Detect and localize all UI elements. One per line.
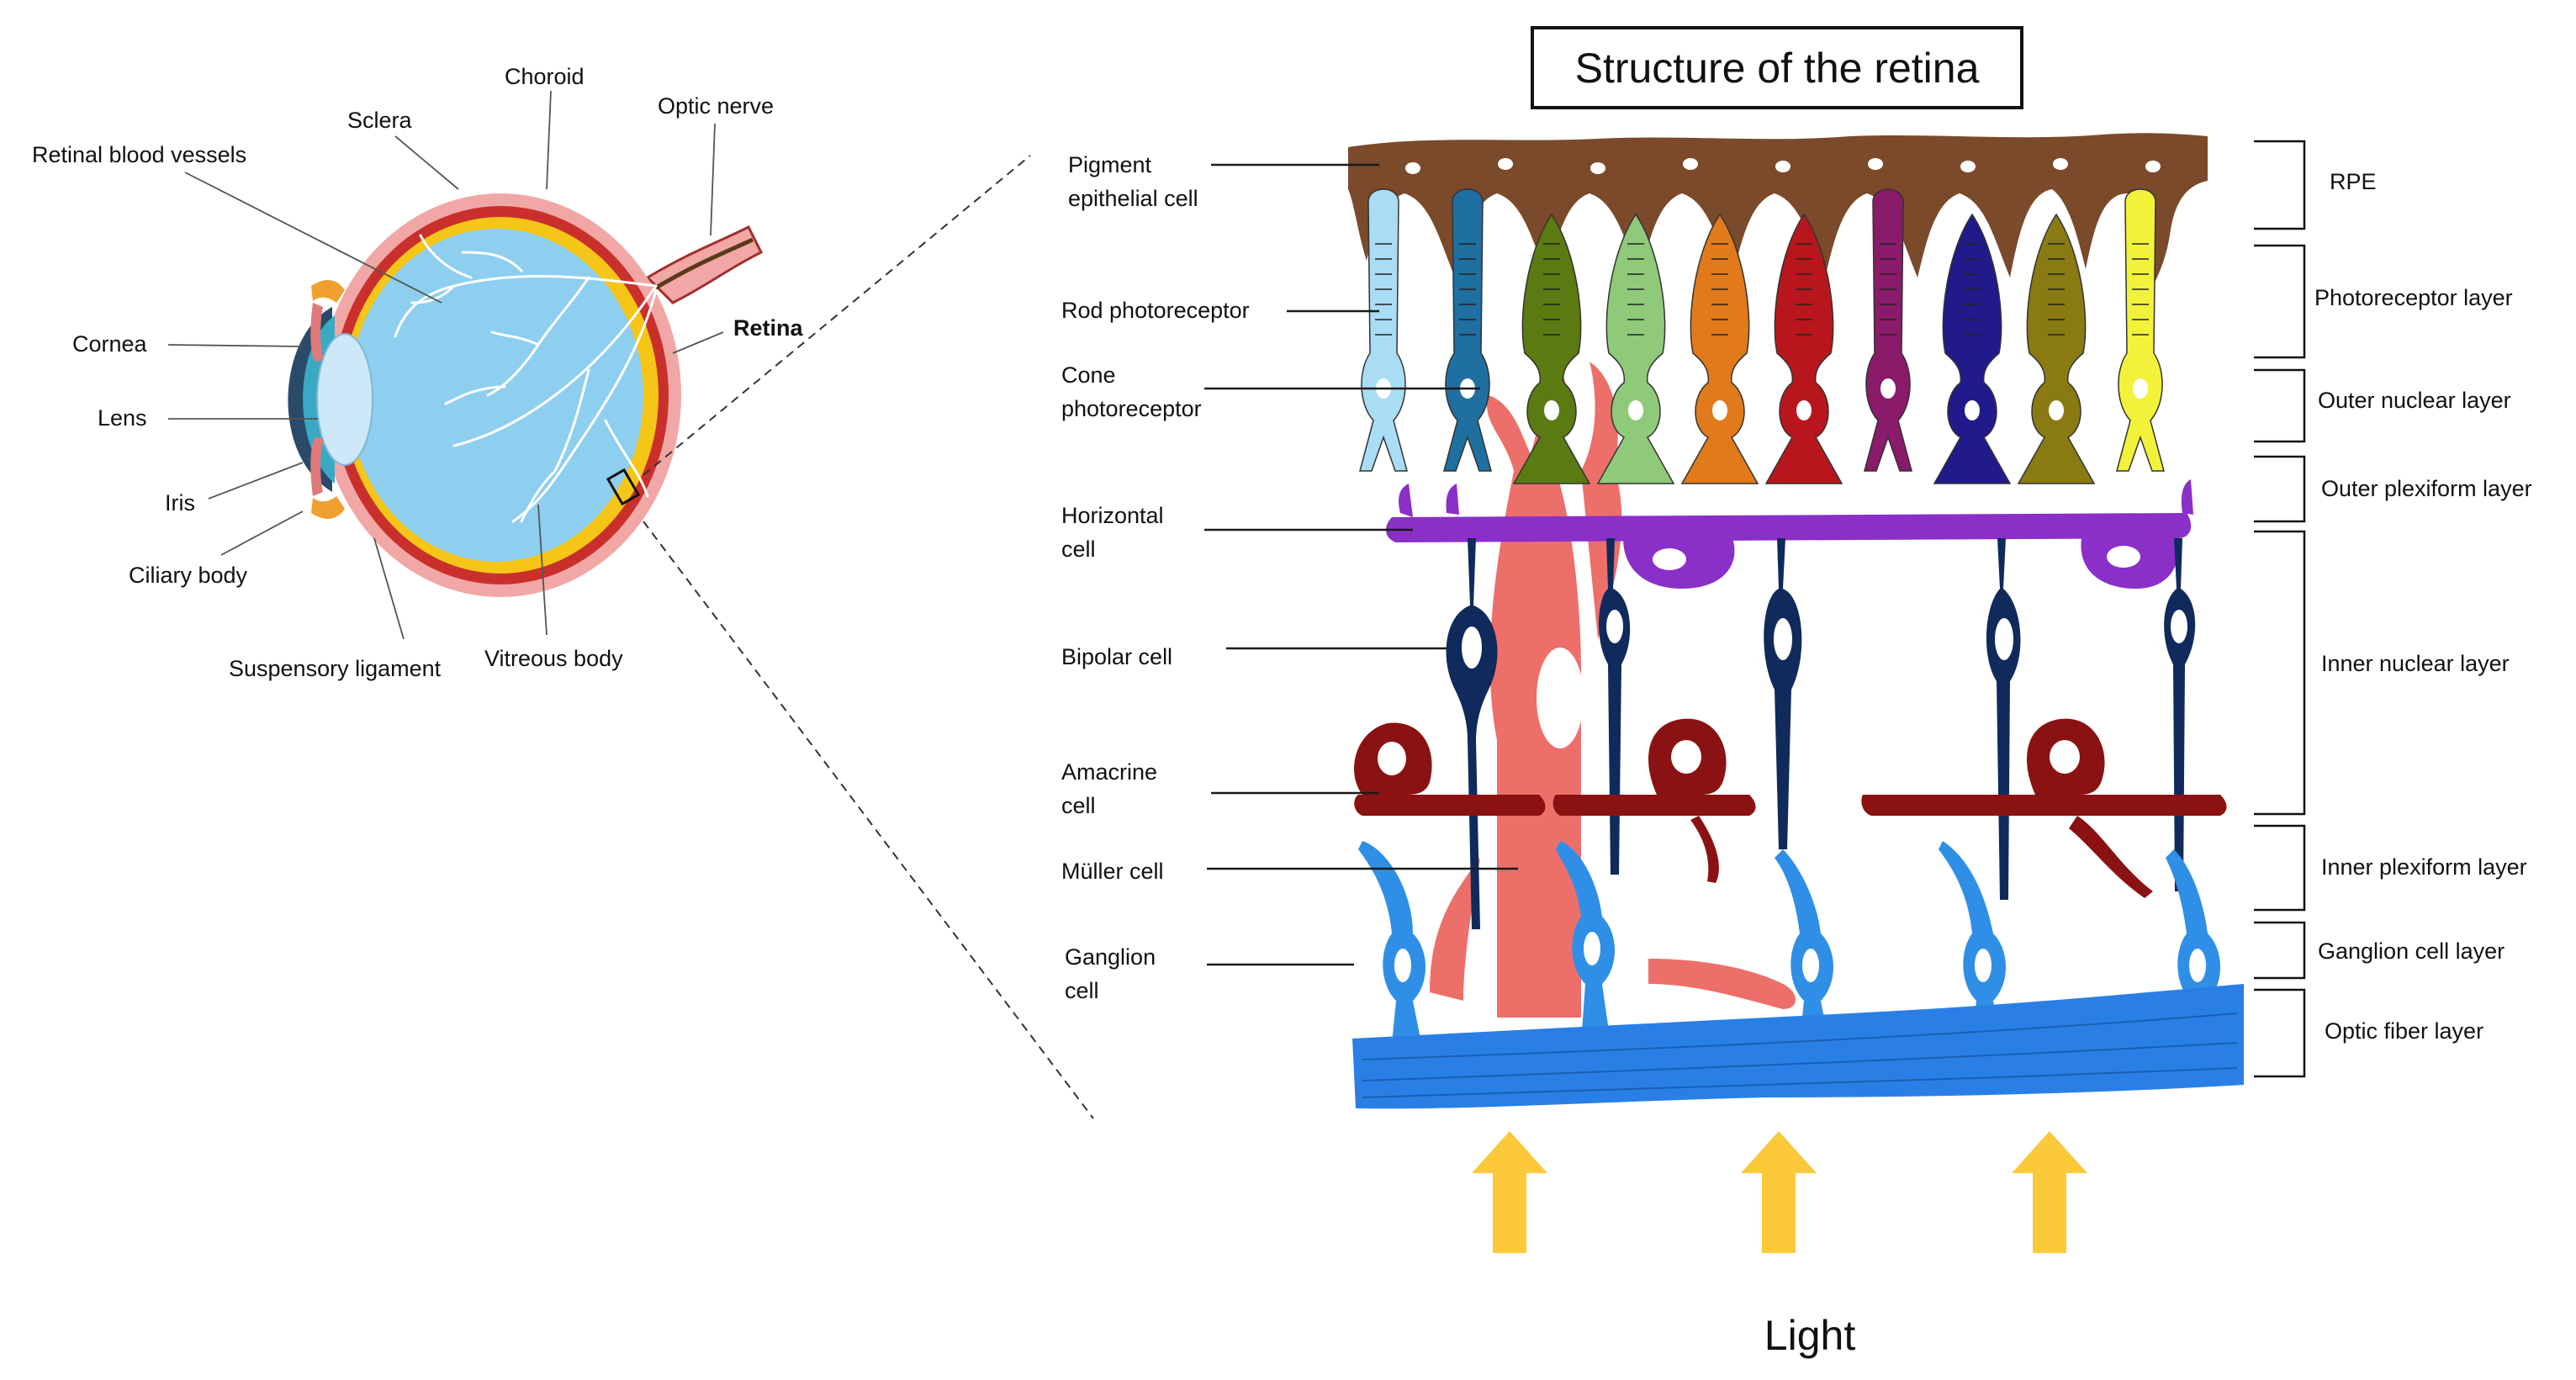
iris [310, 303, 324, 362]
amacrine-cells [1354, 718, 2227, 898]
zoom-line-top [643, 155, 1031, 476]
rod-photoreceptor [1359, 188, 1408, 472]
label-bipolar-cell: Bipolar cell [1061, 644, 1172, 669]
label-vitreous-body: Vitreous body [484, 646, 623, 671]
label-photoreceptor-layer: Photoreceptor layer [2314, 285, 2513, 310]
vitreous-body [349, 229, 643, 562]
label-cone-photoreceptor-2: photoreceptor [1061, 396, 1202, 421]
ganglion-cells [1358, 841, 2220, 1043]
label-pigment-epithelial-2: epithelial cell [1068, 186, 1198, 211]
cone-photoreceptor [2017, 213, 2096, 484]
lens [316, 333, 373, 466]
label-optic-fiber-layer: Optic fiber layer [2325, 1018, 2483, 1044]
label-muller-cell: Müller cell [1061, 859, 1164, 884]
retina-title: Structure of the retina [1575, 45, 1980, 92]
label-iris: Iris [165, 490, 195, 516]
cone-photoreceptor [1680, 213, 1759, 484]
label-cornea: Cornea [72, 331, 148, 357]
layer-brackets [2254, 140, 2306, 1078]
optic-fiber-layer [1352, 984, 2244, 1109]
light-arrow-1 [1472, 1131, 1547, 1253]
zoom-line-bottom [643, 521, 1094, 1119]
label-rpe: RPE [2330, 169, 2377, 194]
light-arrows [1472, 1131, 2087, 1253]
rod-photoreceptor [1443, 188, 1492, 472]
cone-photoreceptor [1512, 213, 1591, 484]
label-ganglion-cell-layer: Ganglion cell layer [2318, 939, 2505, 964]
rod-photoreceptor [2116, 188, 2165, 472]
label-inner-plexiform-layer: Inner plexiform layer [2321, 854, 2527, 880]
eye-illustration [288, 193, 764, 597]
label-amacrine-cell-2: cell [1061, 793, 1096, 818]
label-rod-photoreceptor: Rod photoreceptor [1061, 298, 1250, 323]
rod-photoreceptor [1864, 188, 1912, 472]
label-optic-nerve: Optic nerve [658, 93, 774, 119]
label-ciliary-body: Ciliary body [129, 563, 248, 588]
cone-photoreceptor [1596, 213, 1675, 484]
light-arrow-2 [1741, 1131, 1817, 1253]
label-horizontal-cell-2: cell [1061, 537, 1096, 562]
rpe [1348, 133, 2208, 286]
retinal-blood-vessels [394, 234, 658, 523]
label-ganglion-cell-2: cell [1065, 978, 1099, 1003]
label-ganglion-cell-1: Ganglion [1065, 944, 1156, 970]
label-horizontal-cell-1: Horizontal [1061, 503, 1164, 528]
retina-detail-box [606, 468, 641, 506]
label-retina: Retina [733, 315, 804, 341]
label-pigment-epithelial-1: Pigment [1068, 152, 1152, 177]
optic-nerve [645, 225, 764, 304]
cone-photoreceptor [1764, 213, 1843, 484]
label-choroid: Choroid [505, 64, 584, 89]
cone-photoreceptor [1933, 213, 2012, 484]
light-label: Light [1764, 1312, 1856, 1359]
title-box [1531, 26, 2023, 109]
horizontal-cells [1386, 479, 2193, 589]
label-suspensory-ligament: Suspensory ligament [229, 656, 442, 681]
label-outer-plexiform-layer: Outer plexiform layer [2321, 476, 2532, 501]
label-outer-nuclear-layer: Outer nuclear layer [2318, 388, 2511, 413]
label-retinal-blood-vessels: Retinal blood vessels [32, 142, 246, 167]
label-cone-photoreceptor-1: Cone [1061, 362, 1116, 388]
label-inner-nuclear-layer: Inner nuclear layer [2321, 651, 2510, 676]
label-sclera: Sclera [347, 108, 413, 133]
label-amacrine-cell-1: Amacrine [1061, 759, 1157, 785]
photoreceptors [1359, 188, 2165, 484]
light-arrow-3 [2012, 1131, 2087, 1253]
ciliary-body [311, 280, 345, 303]
label-lens: Lens [98, 405, 147, 431]
